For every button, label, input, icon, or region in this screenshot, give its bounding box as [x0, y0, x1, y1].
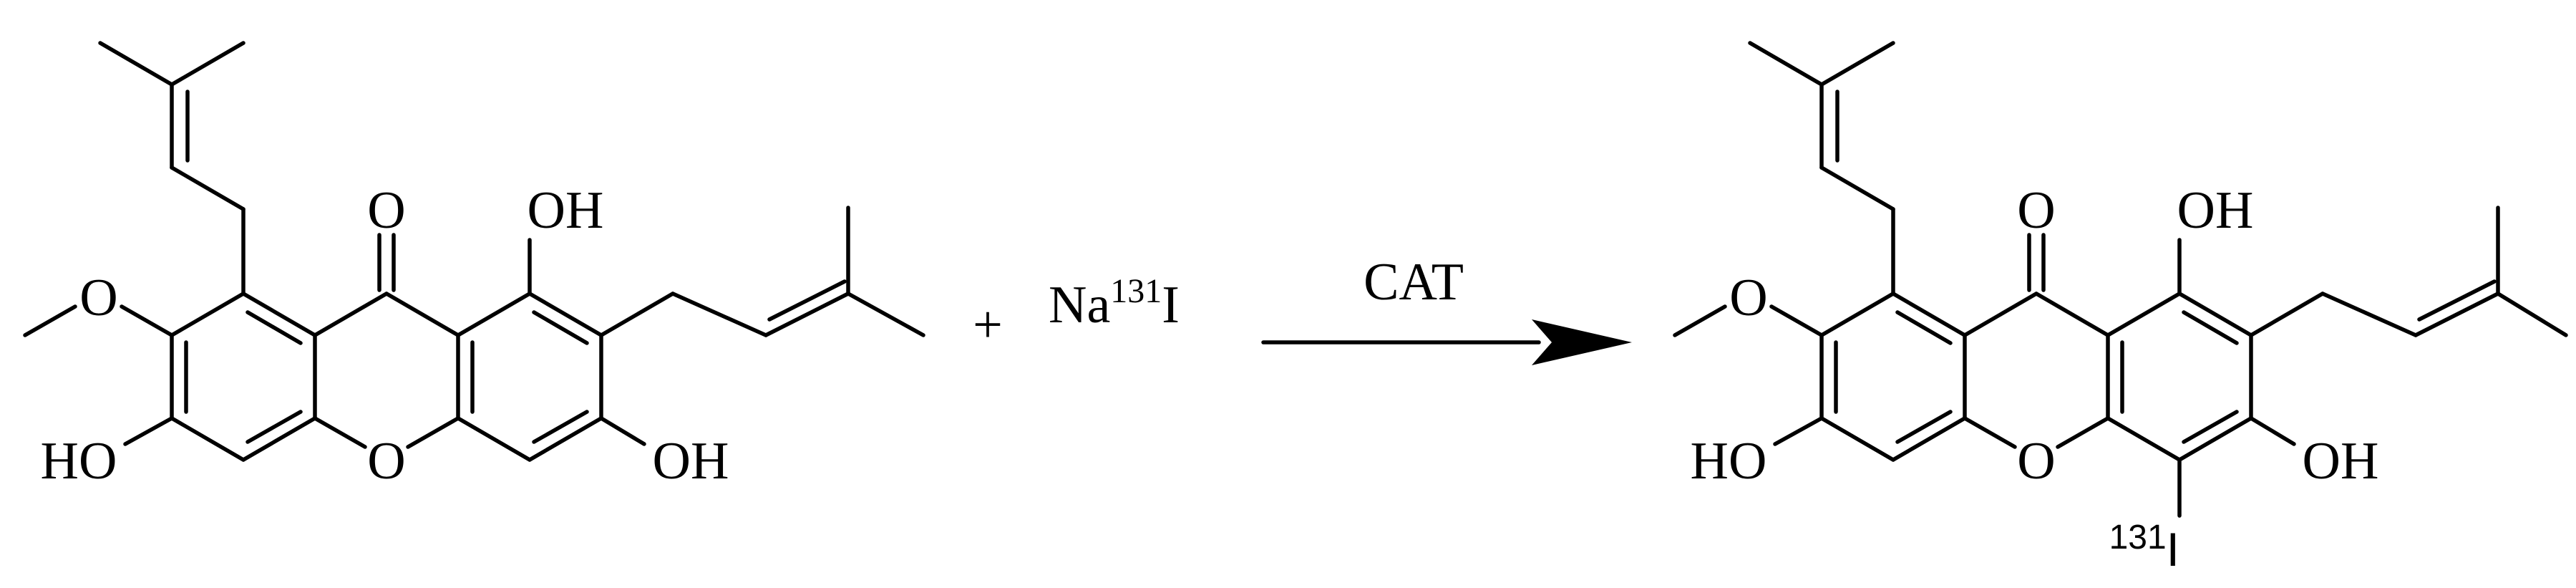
product-prenyl-right: [2249, 206, 2568, 337]
product-prenyl-left: [1748, 41, 1895, 296]
product-methoxy-methyl: [1673, 304, 1727, 337]
product-ho6-label: HO: [1691, 432, 1767, 491]
reactant-oh1-label: OH: [528, 181, 604, 240]
reactant-prenyl-right: [599, 206, 925, 337]
plus-sign: +: [973, 296, 1003, 355]
reactant-ho6-bond: [123, 416, 174, 446]
product-iodine-label: 131I: [2109, 519, 2179, 576]
reactant-methoxy-bond: [120, 304, 174, 337]
reactant-ring-o: O: [367, 432, 405, 491]
reactant-methoxy-o: O: [79, 269, 117, 327]
product-methoxy-bond: [1769, 304, 1824, 337]
product-ring-o: O: [2017, 432, 2055, 491]
reactant-molecule: O O OH OH HO O: [23, 41, 925, 491]
reactant-carbonyl-o: O: [367, 181, 405, 240]
reactant-ring-b: [313, 233, 460, 449]
product-oh3-label: OH: [2303, 432, 2379, 491]
reaction-condition-label: CAT: [1364, 253, 1464, 312]
reactant-ring-a: [170, 291, 317, 462]
product-molecule: O O OH OH HO O 131I: [1673, 41, 2568, 576]
product-ring-b: [1963, 233, 2110, 449]
product-ring-c: [2106, 291, 2253, 462]
product-ring-a: [1819, 291, 1967, 462]
reactant-oh3-label: OH: [653, 432, 729, 491]
reactant-oh3-bond: [599, 416, 646, 446]
reaction-arrow: [1261, 319, 1632, 365]
reagent-sodium-iodide: Na131I: [1049, 272, 1180, 334]
reactant-methoxy-methyl: [23, 304, 77, 337]
reactant-ring-c: [456, 291, 603, 462]
product-methoxy-o: O: [1729, 269, 1767, 327]
product-carbonyl-o: O: [2017, 181, 2055, 240]
reactant-prenyl-left: [98, 41, 246, 296]
reactant-ho6-label: HO: [41, 432, 117, 491]
product-oh3-bond: [2249, 416, 2296, 446]
product-ho6-bond: [1773, 416, 1824, 446]
product-oh1-label: OH: [2177, 181, 2254, 240]
